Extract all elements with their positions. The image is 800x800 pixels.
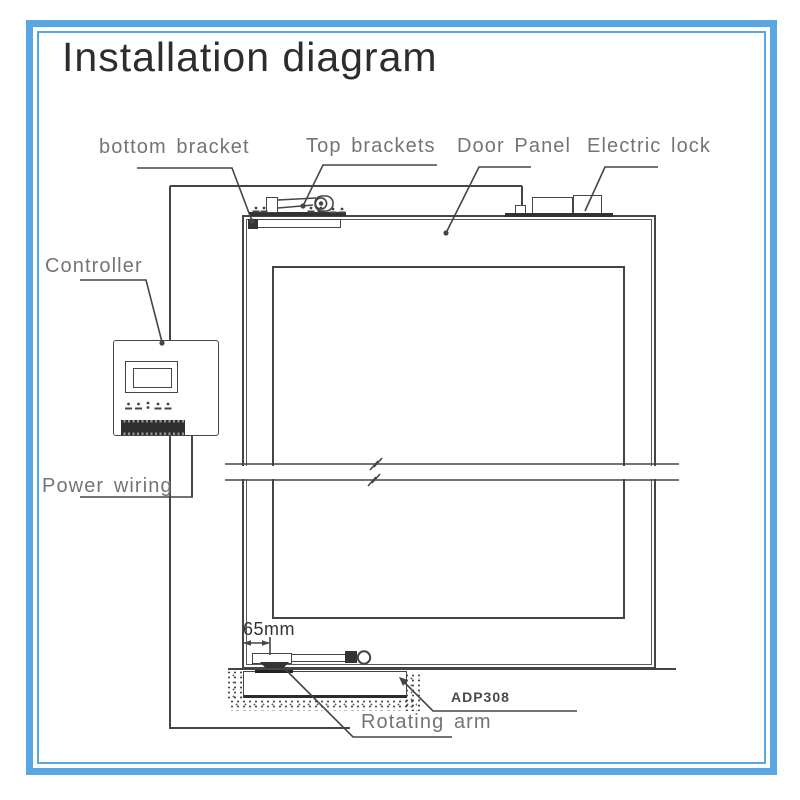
concrete-stipple-left	[226, 670, 242, 700]
floor-pivot-base	[255, 668, 293, 673]
arm-end-block	[345, 651, 357, 663]
controller-terminal-strip	[121, 420, 185, 435]
page-title: Installation diagram	[62, 34, 438, 80]
label-door-panel: Door Panel	[457, 135, 572, 157]
top-bracket-arm	[277, 195, 334, 212]
door-break-band	[226, 466, 678, 479]
floor-operator-box	[243, 671, 407, 698]
label-power-wiring: Power wiring	[42, 475, 173, 497]
break-lines	[225, 457, 679, 487]
arm-end-roller	[356, 650, 372, 665]
blue-frame-inner	[37, 31, 766, 764]
leader-electric-lock	[584, 166, 658, 212]
model-adp308-text: ADP308	[451, 689, 510, 705]
dimension-65mm-text: 65mm	[243, 619, 296, 639]
bracket-bolts	[252, 206, 346, 214]
bottom-bracket-cap	[248, 219, 258, 229]
label-controller: Controller	[45, 255, 143, 277]
leader-top-brackets	[300, 164, 437, 209]
power-wiring-lines	[169, 185, 523, 729]
door-frame-inner-line	[246, 219, 652, 665]
label-top-brackets: Top brackets	[306, 135, 436, 157]
controller-indicators	[125, 401, 172, 410]
leader-bottom-bracket	[137, 167, 255, 224]
blue-frame-outer	[26, 20, 777, 775]
top-bracket-base-bar	[249, 212, 346, 216]
electric-lock-strike-bar	[505, 213, 613, 217]
label-rotating-arm: Rotating arm	[361, 711, 492, 733]
top-bracket-post	[266, 197, 278, 213]
leader-door-panel	[443, 166, 531, 236]
leader-rotating-arm	[284, 668, 452, 738]
leader-adp308	[399, 677, 577, 712]
leader-controller	[80, 279, 165, 346]
label-electric-lock: Electric lock	[587, 135, 711, 157]
dimension-65mm-lines	[243, 637, 271, 655]
door-panel-rect	[272, 266, 625, 619]
concrete-stipple-under	[229, 699, 417, 711]
label-bottom-bracket: bottom bracket	[99, 136, 250, 158]
floor-pivot-cone	[260, 662, 289, 669]
controller-display-screen	[133, 368, 172, 388]
concrete-stipple-right	[404, 673, 420, 711]
